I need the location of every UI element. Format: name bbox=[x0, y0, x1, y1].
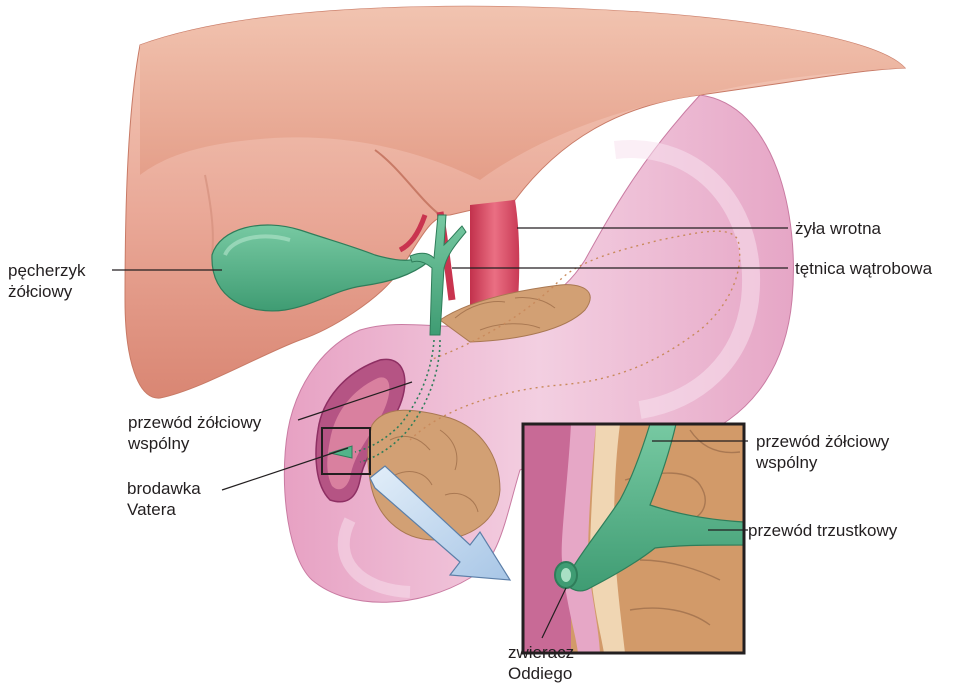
label-hepatic-artery: tętnica wątrobowa bbox=[795, 259, 933, 278]
label-inset-common-bile-duct: przewód żółciowy wspólny bbox=[755, 432, 894, 472]
label-gallbladder: pęcherzyk żółciowy bbox=[8, 261, 90, 301]
label-portal-vein: żyła wrotna bbox=[795, 219, 882, 238]
inset-magnified-view bbox=[523, 424, 744, 653]
label-pancreatic-duct: przewód trzustkowy bbox=[748, 521, 898, 540]
label-sphincter-of-oddi: zwieracz Oddiego bbox=[508, 643, 579, 683]
label-vater-papilla: brodawka Vatera bbox=[127, 479, 205, 519]
label-common-bile-duct: przewód żółciowy wspólny bbox=[127, 413, 266, 453]
